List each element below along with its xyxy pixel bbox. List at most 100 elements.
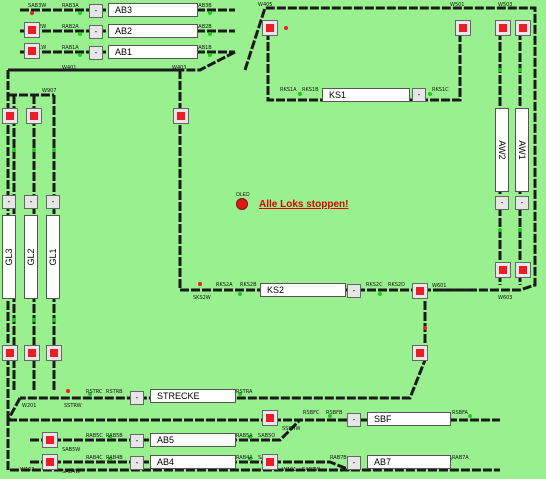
dash-ab3[interactable]: - — [89, 4, 103, 18]
label-rab5a: RAB5A — [236, 433, 253, 439]
label-sab5o: SAB5O — [258, 433, 275, 439]
label-rstrc: RSTRC — [86, 389, 103, 395]
stop-lamp-icon[interactable] — [236, 198, 248, 210]
switch-left-ab2[interactable] — [24, 22, 40, 38]
label-w503: W503 — [498, 2, 513, 8]
label-w403: W403 — [172, 65, 187, 71]
label-w501: W501 — [450, 2, 465, 8]
switch-oleo[interactable] — [412, 345, 428, 361]
label-w201: W201 — [22, 403, 37, 409]
dash-ab7[interactable]: - — [347, 456, 361, 470]
switch-w503b[interactable] — [515, 20, 531, 36]
label-rab7a: RAB7A — [452, 455, 469, 461]
track-strecke — [20, 290, 427, 400]
block-aw2[interactable]: AW2 — [495, 108, 509, 192]
label-rks1a: RKS1A — [280, 87, 297, 93]
block-ab7[interactable]: AB7 — [367, 455, 451, 469]
dash-ks2[interactable]: - — [347, 284, 361, 298]
block-ab4[interactable]: AB4 — [150, 455, 236, 469]
label-rab5c: RAB5C — [86, 433, 103, 439]
switch-w503a[interactable] — [495, 20, 511, 36]
block-strecke[interactable]: STRECKE — [150, 389, 236, 403]
label-rab5b: RAB5B — [106, 433, 123, 439]
dash-sbf[interactable]: - — [347, 413, 361, 427]
stop-lamp-label: OLED — [236, 192, 250, 198]
dash-ab5[interactable]: - — [130, 434, 144, 448]
block-ab1[interactable]: AB1 — [108, 45, 198, 59]
label-w401: W401 — [62, 65, 77, 71]
label-rks2b: RKS2B — [240, 282, 257, 288]
block-ks1[interactable]: KS1 — [322, 88, 410, 102]
switch-gl3-bottom[interactable] — [2, 345, 18, 361]
label-rstrb: RSTRB — [106, 389, 123, 395]
switch-w601[interactable] — [412, 283, 428, 299]
switch-left-ab1[interactable] — [24, 43, 40, 59]
track-outer-right — [243, 6, 537, 292]
label-w907: W907 — [42, 88, 57, 94]
stop-all-locos-link[interactable]: Alle Loks stoppen! — [259, 199, 349, 210]
label-rks2d: RKS2D — [388, 282, 405, 288]
label-sks2w: SKS2W — [193, 295, 211, 301]
label-rab4a: RAB4A — [236, 455, 253, 461]
track-center-loop — [178, 70, 470, 292]
switch-ssbhw[interactable] — [262, 410, 278, 426]
switch-ab4[interactable] — [42, 454, 58, 470]
label-rab3a: RAB3A — [62, 3, 79, 9]
block-ab5[interactable]: AB5 — [150, 433, 236, 447]
dash-aw1[interactable]: - — [515, 196, 529, 210]
switch-gl2-bottom[interactable] — [24, 345, 40, 361]
label-rab2a: RAB2A — [62, 24, 79, 30]
label-rsbfb: RSBFB — [326, 410, 343, 416]
block-ks2[interactable]: KS2 — [260, 283, 346, 297]
label-rab7b: RAB7B — [330, 455, 347, 461]
dash-gl2[interactable]: - — [24, 195, 38, 209]
label-rab1b: RAB1B — [195, 45, 212, 51]
label-sab7w: SAB7W — [302, 467, 320, 473]
label-w601: W601 — [432, 283, 447, 289]
block-sbf[interactable]: SBF — [367, 412, 451, 426]
switch-w403[interactable] — [173, 108, 189, 124]
label-w603: W603 — [498, 295, 513, 301]
track-ab4-line — [6, 397, 500, 472]
label-rks1c: RKS1C — [432, 87, 449, 93]
label-ssbhw: SSBHW — [282, 426, 301, 432]
dash-ks1[interactable]: - — [412, 88, 426, 102]
label-rab4c: RAB4C — [86, 455, 103, 461]
dash-ab4[interactable]: - — [130, 456, 144, 470]
block-ab2[interactable]: AB2 — [108, 24, 198, 38]
switch-aw2-bottom[interactable] — [495, 262, 511, 278]
block-gl3[interactable]: GL3 — [2, 215, 16, 299]
switch-w101[interactable] — [262, 454, 278, 470]
block-gl1[interactable]: GL1 — [46, 215, 60, 299]
switch-ab5[interactable] — [42, 432, 58, 448]
label-rab3b: RAB3B — [195, 3, 212, 9]
block-gl2[interactable]: GL2 — [24, 215, 38, 299]
switch-gl2-top[interactable] — [26, 108, 42, 124]
switch-gl3-top[interactable] — [2, 108, 18, 124]
dash-gl3[interactable]: - — [2, 195, 16, 209]
switch-w501[interactable] — [455, 20, 471, 36]
block-ab3[interactable]: AB3 — [108, 3, 198, 17]
label-w103: W103 — [20, 467, 35, 473]
switch-w405[interactable] — [262, 20, 278, 36]
label-w405: W405 — [258, 2, 273, 8]
label-rks2a: RKS2A — [216, 282, 233, 288]
dash-ab2[interactable]: - — [89, 25, 103, 39]
label-sstrw: SSTRW — [64, 403, 82, 409]
dash-strecke[interactable]: - — [130, 391, 144, 405]
label-rsbfc: RSBFC — [303, 410, 320, 416]
label-sab5w: SAB5W — [62, 447, 80, 453]
label-rks1b: RKS1B — [302, 87, 319, 93]
dash-gl1[interactable]: - — [46, 195, 60, 209]
dash-ab1[interactable]: - — [89, 46, 103, 60]
label-sab3w: SAB3W — [28, 3, 46, 9]
label-rks2c: RKS2C — [366, 282, 383, 288]
label-rab4b: RAB4B — [106, 455, 123, 461]
block-aw1[interactable]: AW1 — [515, 108, 529, 192]
switch-aw1-bottom[interactable] — [515, 262, 531, 278]
switch-gl1-bottom[interactable] — [46, 345, 62, 361]
label-sab4w: SAB4W — [62, 469, 80, 475]
dash-aw2[interactable]: - — [495, 196, 509, 210]
